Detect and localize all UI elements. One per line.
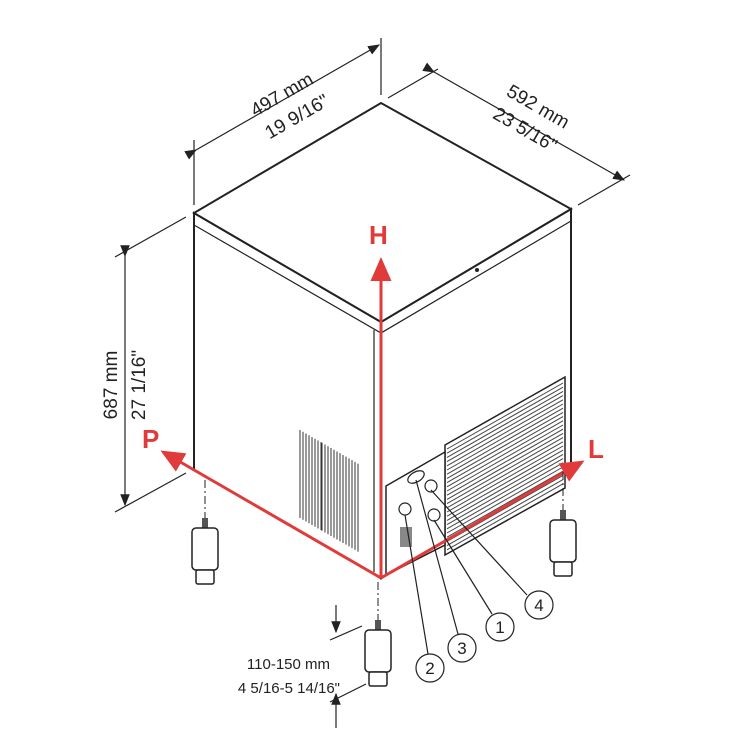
callout-3-label: 3 — [457, 639, 466, 658]
feet-mm-label: 110-150 mm — [247, 656, 330, 673]
front-condenser-grille — [444, 375, 566, 557]
adjustable-feet — [191, 472, 577, 687]
callouts: 1 2 3 4 — [404, 479, 554, 683]
callout-2: 2 — [415, 653, 445, 683]
side-louvre-grille — [299, 430, 359, 552]
feet-inch-label: 4 5/16-5 14/16" — [238, 680, 340, 697]
callout-4-label: 4 — [534, 596, 543, 615]
axis-label-l: L — [588, 434, 604, 464]
callout-1-label: 1 — [495, 618, 504, 637]
dimension-lines — [114, 38, 631, 728]
height-mm-label: 687 mm — [101, 351, 122, 420]
axes: H P L — [142, 220, 604, 580]
water-inlet-connector-icon — [424, 479, 438, 493]
axis-label-h: H — [369, 220, 388, 250]
callout-3: 3 — [447, 633, 477, 663]
callout-1: 1 — [485, 612, 515, 642]
power-cable-inlet-icon — [407, 470, 425, 484]
callout-4: 4 — [524, 590, 554, 620]
height-inch-label: 27 1/16" — [129, 350, 150, 420]
callout-2-label: 2 — [425, 659, 434, 678]
axis-label-p: P — [142, 424, 159, 454]
